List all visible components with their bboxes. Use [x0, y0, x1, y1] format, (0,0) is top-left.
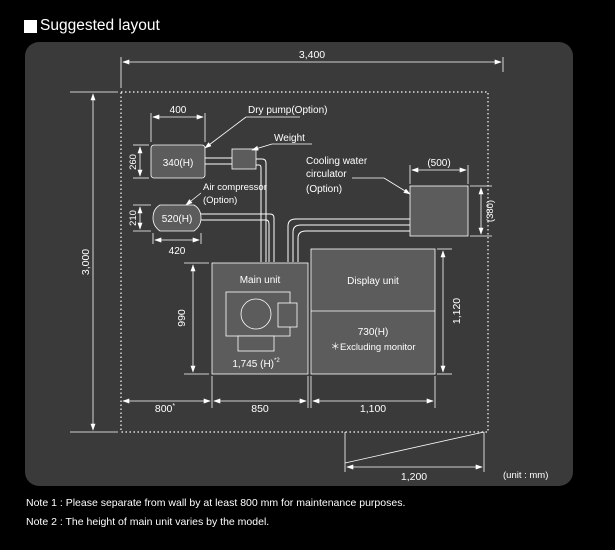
air-compressor-leader [185, 192, 202, 206]
dry-pump-label: Dry pump(Option) [248, 105, 327, 116]
heading-text: Suggested layout [40, 17, 160, 34]
cooling-label-line1: Cooling water [306, 156, 368, 167]
air-compressor-label-line2: (Option) [203, 195, 237, 206]
dimension-dry-pump-width [150, 113, 206, 142]
air-compressor-label-line1: Air compressor [203, 182, 267, 193]
dimension-total-width [120, 57, 504, 88]
main-unit-height-label: 1,745 (H)*2 [232, 358, 280, 370]
dimension-main-width-label: 850 [251, 403, 269, 415]
dimension-dry-pump-width-label: 400 [170, 105, 187, 116]
dimension-chiller-depth-label: (380) [485, 200, 496, 222]
cooling-label-line2: circulator [306, 169, 347, 180]
cooling-water-circulator-box [409, 185, 469, 237]
note-2: Note 2 : The height of main unit varies … [26, 516, 270, 528]
dimension-display-width-label: 1,100 [360, 403, 386, 415]
dimension-wall-clearance-label: 800* [155, 403, 176, 415]
display-excluding-label: ＊Excluding monitor [330, 342, 415, 353]
cooling-label-line3: (Option) [306, 184, 342, 195]
note-1: Note 1 : Please separate from wall by at… [26, 497, 406, 509]
weight-leader-diagonal [251, 143, 273, 151]
dimension-air-compressor-width [152, 233, 202, 244]
weight-box [231, 148, 257, 170]
dimension-display-depth-label: 1,120 [451, 298, 463, 324]
air-compressor-body [152, 204, 202, 232]
square-bullet-icon [24, 19, 37, 33]
dimension-air-compressor-depth [133, 204, 151, 232]
air-compressor-height-label: 520(H) [162, 214, 193, 225]
dimension-chiller-depth [470, 185, 492, 237]
dimension-chiller-width [409, 165, 469, 184]
dry-pump-box [150, 144, 206, 179]
room-boundary [120, 91, 489, 433]
piping [200, 157, 410, 262]
door-swing [344, 431, 485, 472]
display-height-label: 730(H) [358, 327, 389, 338]
dimension-main-depth-label: 990 [176, 309, 188, 327]
dimension-display-depth [437, 248, 452, 375]
dimension-total-depth-label: 3,000 [80, 249, 92, 275]
weight-label: Weight [274, 133, 305, 144]
dry-pump-leader-diagonal [204, 116, 247, 149]
cooling-leader-diagonal [383, 177, 411, 195]
unit-label: (unit : mm) [503, 470, 548, 481]
dimension-total-depth [70, 91, 118, 433]
dimension-dry-pump-depth [133, 144, 149, 179]
dimension-dry-pump-depth-label: 260 [128, 154, 139, 170]
dimension-door-width-label: 1,200 [401, 471, 427, 483]
main-unit-label: Main unit [240, 275, 281, 286]
dimension-main-depth [184, 262, 209, 375]
dimension-air-compressor-depth-label: 210 [128, 210, 139, 226]
dimension-total-width-label: 3,400 [299, 49, 325, 61]
display-unit-box [310, 248, 436, 375]
main-unit-chamber-icon [225, 291, 298, 352]
figure-heading: Suggested layout [24, 17, 160, 35]
display-unit-label: Display unit [347, 276, 399, 287]
dimension-air-compressor-width-label: 420 [169, 246, 186, 257]
dimension-bottom-row [122, 376, 436, 408]
dimension-chiller-width-label: (500) [427, 158, 450, 169]
dry-pump-height-label: 340(H) [163, 158, 194, 169]
